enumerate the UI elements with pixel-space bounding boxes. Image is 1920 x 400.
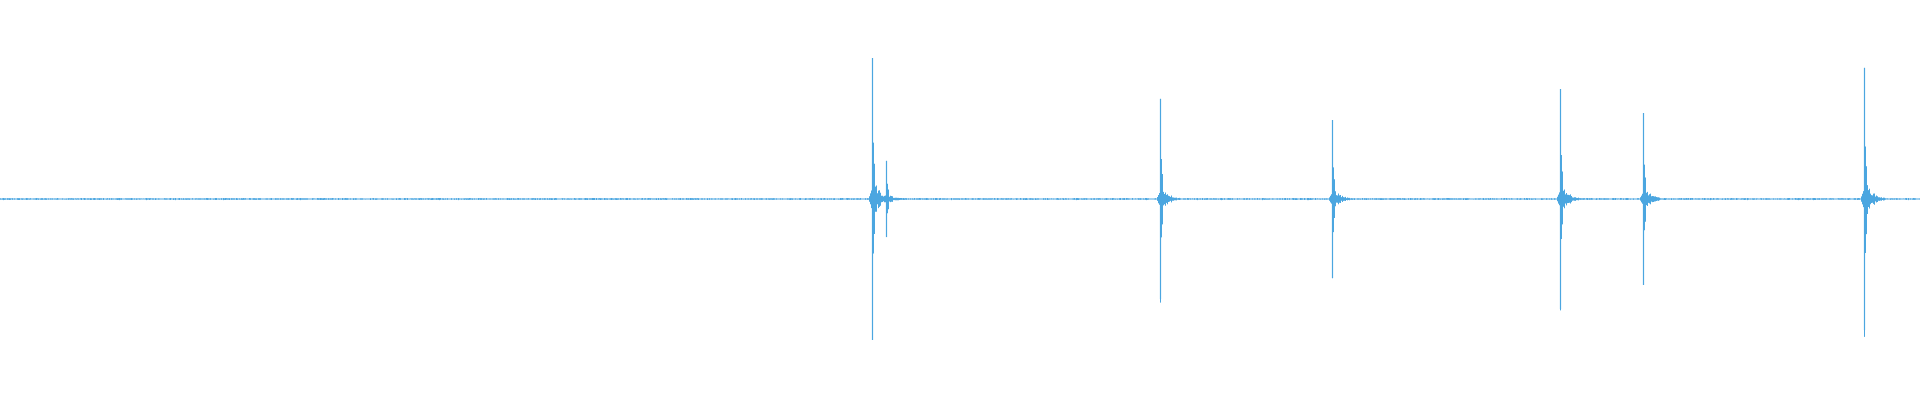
waveform-signal <box>0 58 1920 337</box>
